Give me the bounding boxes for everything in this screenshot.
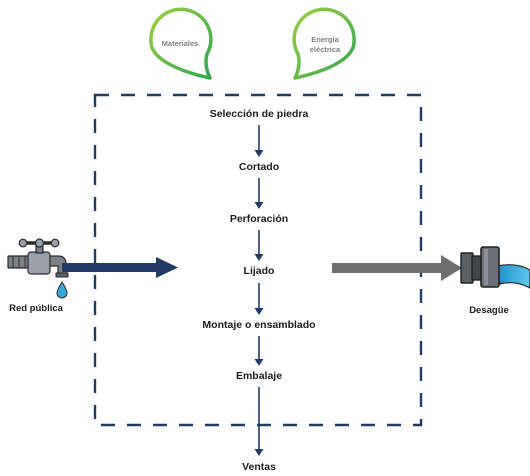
down-arrow — [254, 336, 264, 366]
faucet-icon — [7, 238, 69, 299]
output-step: Ventas — [242, 461, 276, 473]
process-step: Montaje o ensamblado — [202, 319, 315, 331]
energy-label-line1: Energía — [311, 35, 339, 44]
materials-pin: Materiales — [149, 7, 213, 80]
process-step: Embalaje — [236, 370, 282, 382]
location-pin-icon — [292, 7, 356, 80]
water-sink-label: Desagüe — [469, 305, 509, 316]
water-inflow-arrow — [62, 257, 178, 278]
down-arrow — [254, 387, 264, 456]
down-arrow — [254, 230, 264, 261]
step-arrows — [254, 125, 264, 456]
materials-label: Materiales — [162, 39, 199, 48]
process-step: Perforación — [230, 213, 288, 225]
down-arrow — [254, 283, 264, 315]
location-pin-icon — [149, 7, 213, 80]
process-step: Cortado — [239, 161, 279, 173]
energy-pin: Energía eléctrica — [292, 7, 356, 80]
process-step: Selección de piedra — [210, 108, 309, 120]
water-outflow-arrow — [332, 255, 462, 281]
water-source-label: Red pública — [9, 303, 64, 314]
process-step: Lijado — [244, 265, 275, 277]
down-arrow — [254, 178, 264, 209]
drain-pipe-icon — [460, 246, 530, 289]
energy-label-line2: eléctrica — [310, 45, 341, 54]
process-boundary — [93, 93, 423, 427]
down-arrow — [254, 125, 264, 157]
